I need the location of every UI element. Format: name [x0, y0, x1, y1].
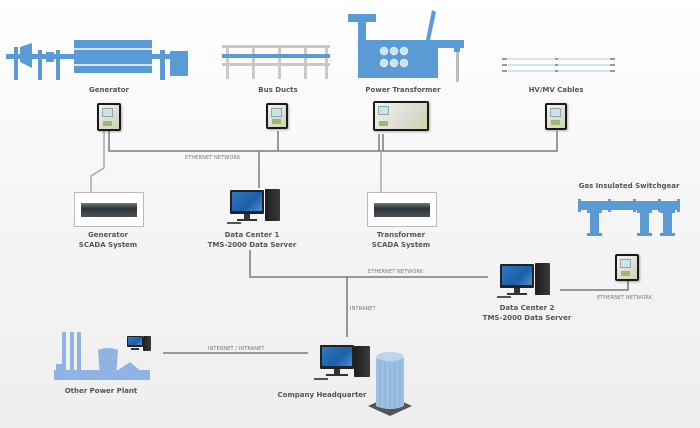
bus-ducts-icon	[222, 45, 330, 79]
tr-scada-line2: SCADA System	[371, 241, 431, 249]
ethernet-bus-top	[108, 131, 558, 152]
cables-relay-device[interactable]	[545, 103, 567, 130]
dc1-line1: Data Center 1	[224, 231, 280, 239]
data-center-1-label: Data Center 1 TMS-2000 Data Server	[208, 230, 297, 250]
data-center-2-label: Data Center 2 TMS-2000 Data Server	[483, 303, 572, 323]
headquarter-computer[interactable]	[314, 344, 372, 382]
company-headquarter-label: Company Headquarter	[277, 391, 367, 399]
gen-scada-link	[90, 131, 105, 193]
dc2-line2: TMS-2000 Data Server	[482, 314, 572, 322]
gis-relay-device[interactable]	[615, 254, 639, 281]
transformer-scada-device[interactable]	[367, 192, 437, 227]
data-center-2-computer[interactable]	[497, 262, 553, 300]
cables-icon	[502, 58, 615, 72]
dc2-line1: Data Center 2	[499, 304, 555, 312]
tr-scada-line1: Transformer	[376, 231, 426, 239]
ethernet-bus-mid	[249, 250, 488, 278]
dc1-line2: TMS-2000 Data Server	[207, 241, 297, 249]
intranet-label: INTRANET	[350, 306, 376, 312]
gis-label: Gas Insulated Switchgear	[578, 182, 680, 190]
ethernet-network-top-label: ETHERNET NETWORK	[185, 155, 241, 161]
other-power-plant-label: Other Power Plant	[64, 387, 138, 395]
power-plant-computer[interactable]	[126, 335, 152, 353]
generator-icon	[6, 40, 188, 80]
internet-intranet-label: INTERNET / INTRANET	[208, 346, 265, 352]
data-center-1-computer[interactable]	[227, 188, 283, 226]
gen-scada-line2: SCADA System	[78, 241, 138, 249]
bus-ducts-relay-device[interactable]	[266, 103, 288, 129]
gis-ethernet-link	[560, 280, 629, 291]
ethernet-network-mid-label: ETHERNET NETWORK	[368, 269, 424, 275]
hv-mv-cables-label: HV/MV Cables	[528, 86, 584, 94]
power-transformer-label: Power Transformer	[365, 86, 441, 94]
generator-relay-device[interactable]	[97, 103, 121, 131]
bus-ducts-label: Bus Ducts	[258, 86, 298, 94]
transformer-icon	[348, 10, 464, 82]
generator-scada-device[interactable]	[74, 192, 144, 227]
generator-label: Generator	[88, 86, 130, 94]
gen-scada-line1: Generator	[87, 231, 129, 239]
ethernet-network-gis-label: ETHERNET NETWORK	[597, 295, 653, 301]
power-plant-icon	[54, 332, 150, 380]
headquarter-building-icon	[368, 352, 412, 416]
switchgear-icon	[578, 199, 680, 236]
transformer-relay-device[interactable]	[373, 101, 429, 131]
